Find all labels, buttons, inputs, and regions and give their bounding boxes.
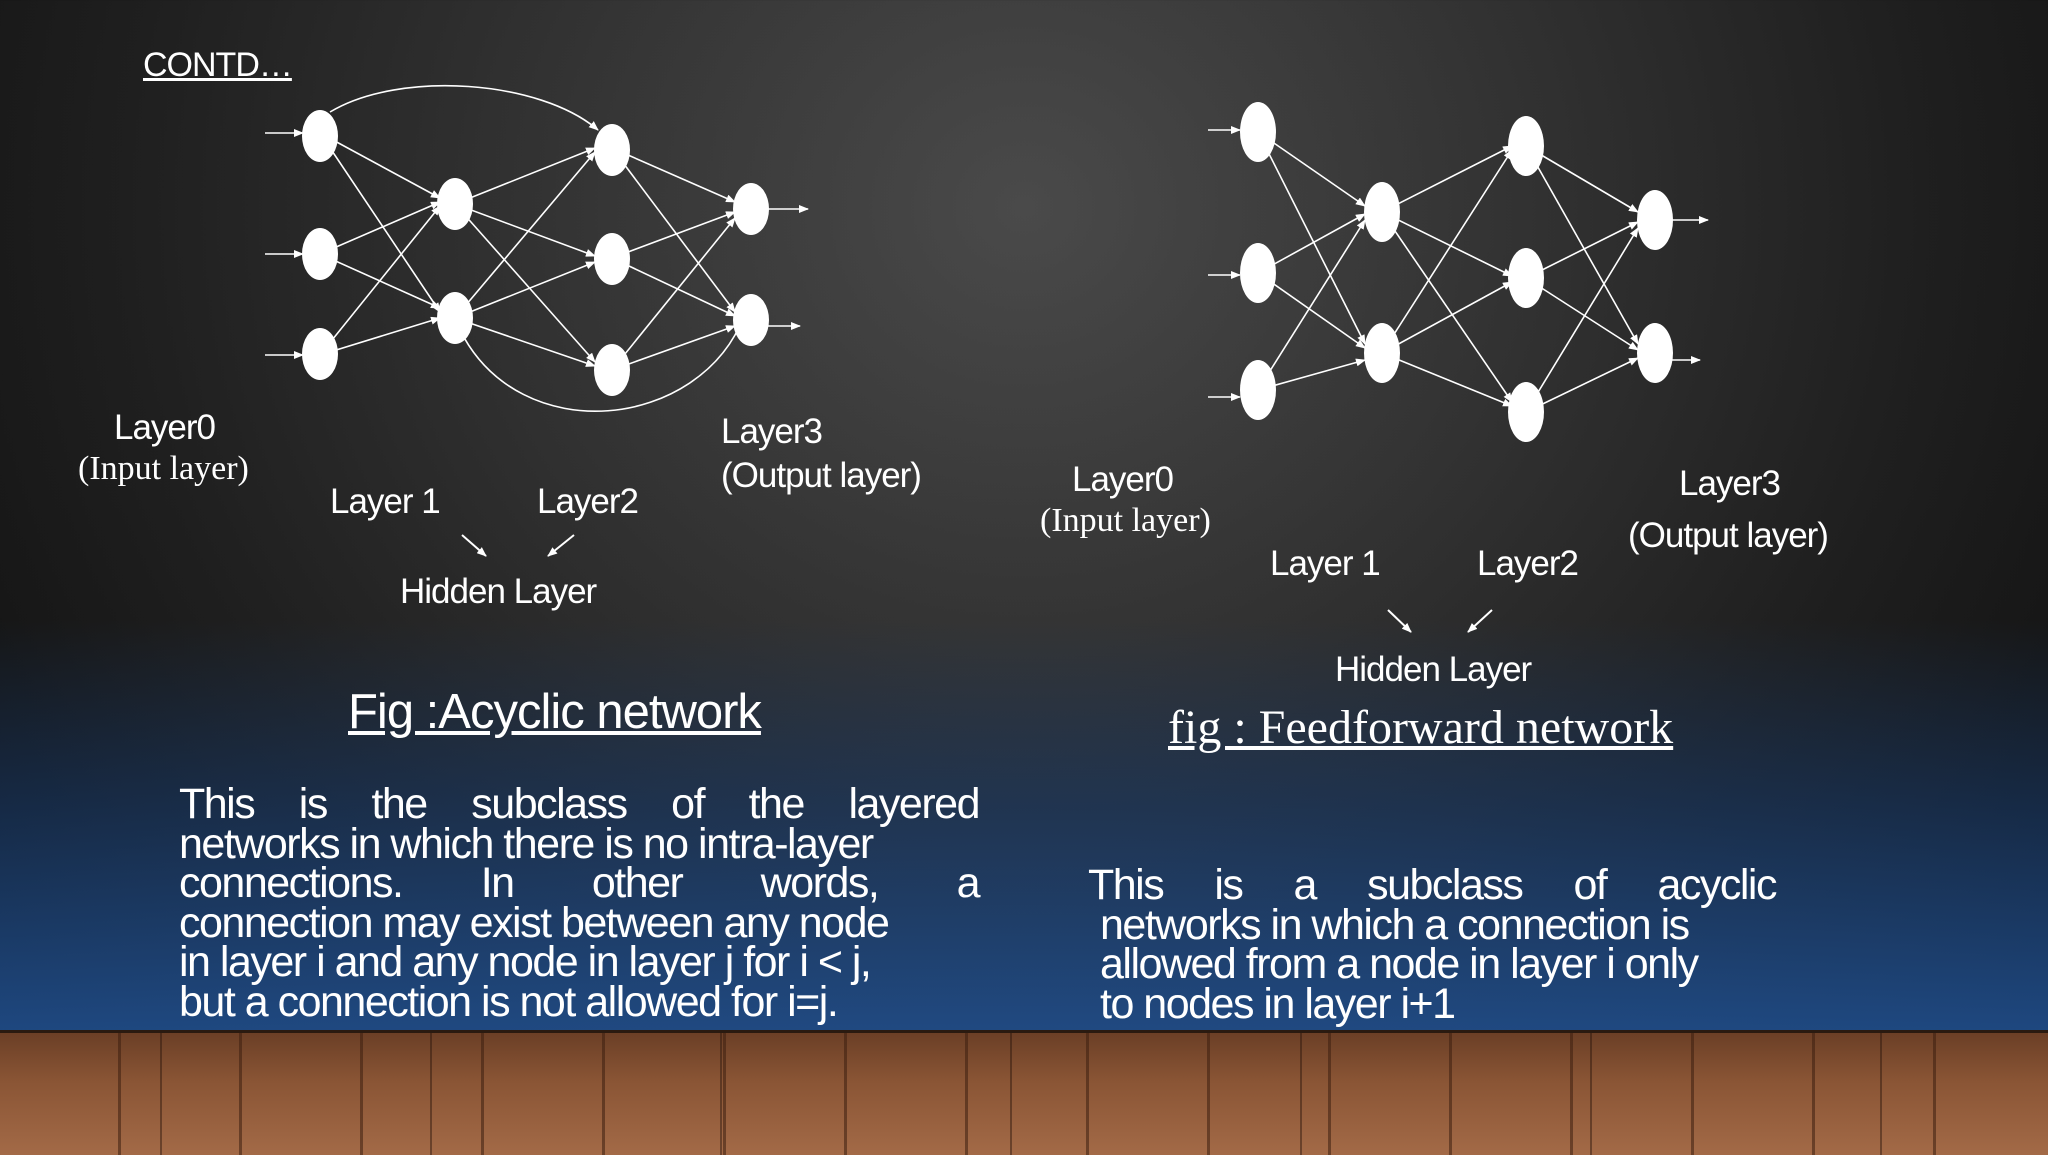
right-layer2-label: Layer2 [1477,544,1579,583]
left-description-line: in layer i and any node in layer j for i… [179,938,872,986]
right-description-line: This is a subclass of acyclic [1088,861,1778,909]
right-description-line: to nodes in layer i+1 [1100,979,1456,1028]
slide-heading: CONTD… [143,46,293,84]
left-figure-caption: Fig :Acyclic network [348,685,762,739]
acyclic-network-nodes [302,110,769,396]
left-description-line: This is the subclass of the layered [179,780,981,828]
right-figure-caption: fig : Feedforward network [1168,701,1674,754]
right-hidden-layer-label: Hidden Layer [1335,650,1532,689]
left-layer1-label: Layer 1 [330,482,441,521]
right-layer1-label: Layer 1 [1270,544,1381,583]
left-layer3-sublabel: (Output layer) [721,456,922,495]
right-layer3-sublabel: (Output layer) [1628,516,1829,555]
left-description-line: connections. In other words, a [179,859,981,907]
left-hidden-layer-label: Hidden Layer [400,572,597,611]
hidden-layer-pointers [461,534,1493,633]
right-description: This is a subclass of acyclic networks i… [1088,861,1778,1028]
left-layer0-sublabel: (Input layer) [78,450,249,487]
acyclic-network-diagram [265,84,809,412]
feedforward-network-diagram [1208,126,1709,413]
left-description: This is the subclass of the layered netw… [179,780,981,1026]
left-description-line: networks in which there is no intra-laye… [179,819,874,868]
right-layer0-label: Layer0 [1072,460,1174,499]
left-layer3-label: Layer3 [721,412,823,451]
left-description-line: connection may exist between any node [179,898,890,947]
left-layer0-label: Layer0 [114,408,216,447]
left-layer2-label: Layer2 [537,482,639,521]
right-description-line: networks in which a connection is [1100,900,1690,949]
left-description-line: but a connection is not allowed for i=j. [179,977,839,1026]
right-layer0-sublabel: (Input layer) [1040,502,1211,539]
feedforward-network-nodes [1240,102,1673,442]
right-description-line: allowed from a node in layer i only [1100,940,1699,988]
stage-backdrop [0,620,2048,1032]
wooden-floor [0,1030,2048,1155]
right-layer3-label: Layer3 [1679,464,1781,503]
